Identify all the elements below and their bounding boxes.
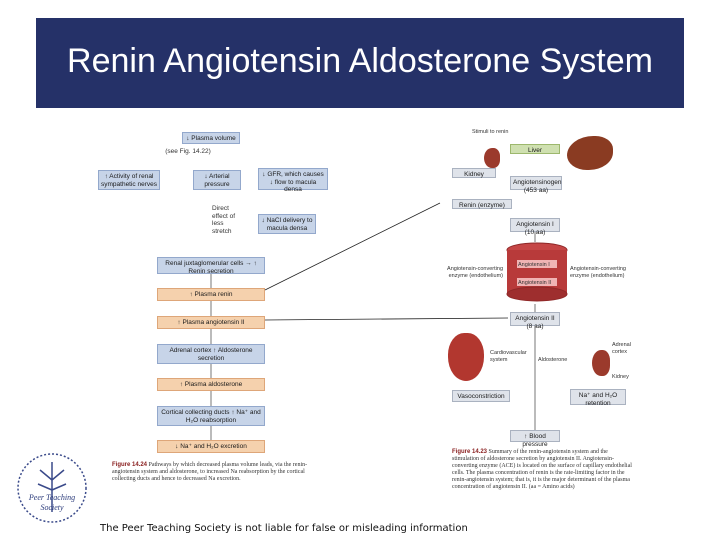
right-caption-label: Figure 14.23	[452, 449, 488, 455]
slide-title: Renin Angiotensin Aldosterone System	[67, 42, 653, 80]
kidney-top-box: Kidney	[452, 168, 496, 178]
connector-line	[264, 317, 509, 321]
see-fig-label: (see Fig. 14.22)	[165, 148, 211, 155]
left-caption: Figure 14.24 Pathways by which decreased…	[112, 462, 327, 483]
cardiovascular-label: Cardiovascular system	[490, 350, 527, 363]
blood-vessel-image	[506, 242, 568, 302]
angiotensinogen-box: Angiotensinogen (453 aa)	[510, 176, 562, 194]
arterial-pressure-box: ↓ Arterial pressure	[193, 170, 241, 190]
plasma-angiotensin-box: ↑ Plasma angiotensin II	[157, 316, 265, 329]
svg-text:Society: Society	[40, 503, 64, 512]
ace-left-label: Angiotensin-converting enzyme (endotheli…	[447, 266, 503, 279]
heart-image	[448, 333, 484, 381]
plasma-renin-box: ↑ Plasma renin	[157, 288, 265, 301]
kidney-top-image	[484, 148, 500, 168]
adrenal-cortex-box: Adrenal cortex ↑ Aldosterone secretion	[157, 344, 265, 364]
gfr-box: ↓ GFR, which causes ↓ flow to macula den…	[258, 168, 328, 193]
angiotensin-ii-box: Angiotensin II (8 aa)	[510, 312, 560, 330]
na-water-retention-box: Na⁺ and H₂O retention	[570, 389, 626, 407]
svg-text:Peer Teaching: Peer Teaching	[28, 493, 75, 502]
left-caption-label: Figure 14.24	[112, 462, 148, 468]
juxtaglomerular-box: Renal juxtaglomerular cells → ↑ Renin se…	[157, 257, 265, 275]
kidney-bottom-image	[592, 350, 610, 376]
liver-image	[567, 136, 613, 170]
blood-pressure-box: ↑ Blood pressure	[510, 430, 560, 448]
vessel-angiotensin-ii-label: Angiotensin II	[518, 280, 552, 286]
stimuli-label: Stimuli to renin	[472, 129, 509, 135]
peer-teaching-logo: Peer Teaching Society	[10, 450, 94, 526]
right-caption-text: Summary of the renin-angiotensin system …	[452, 449, 632, 490]
left-caption-text: Pathways by which decreased plasma volum…	[112, 462, 308, 482]
direct-effect-label: Direct effect of less stretch	[212, 205, 236, 235]
right-caption: Figure 14.23 Summary of the renin-angiot…	[452, 449, 632, 491]
nacl-delivery-box: ↓ NaCl delivery to macula densa	[258, 214, 316, 234]
aldosterone-label: Aldosterone	[538, 357, 568, 363]
cortical-ducts-box: Cortical collecting ducts ↑ Na⁺ and H₂O …	[157, 406, 265, 426]
vessel-angiotensin-i-label: Angiotensin I	[518, 262, 550, 268]
liver-box: Liver	[510, 144, 560, 154]
logo-tree-icon: Peer Teaching Society	[17, 453, 87, 523]
angiotensin-i-top-box: Angiotensin I (10 aa)	[510, 218, 560, 236]
renin-enzyme-box: Renin (enzyme)	[452, 199, 512, 209]
renal-sympathetic-box: ↑ Activity of renal sympathetic nerves	[98, 170, 160, 190]
excretion-box: ↓ Na⁺ and H₂O excretion	[157, 440, 265, 453]
footer-disclaimer: The Peer Teaching Society is not liable …	[100, 523, 468, 534]
vasoconstriction-box: Vasoconstriction	[452, 390, 510, 402]
adrenal-cortex-label: Adrenal cortex	[612, 342, 631, 355]
kidney-bottom-label: Kidney	[612, 374, 629, 380]
ace-right-label: Angiotensin-converting enzyme (endotheli…	[570, 266, 626, 279]
plasma-aldosterone-box: ↑ Plasma aldosterone	[157, 378, 265, 391]
plasma-volume-box: ↓ Plasma volume	[182, 132, 240, 144]
title-bar: Renin Angiotensin Aldosterone System	[36, 18, 684, 108]
